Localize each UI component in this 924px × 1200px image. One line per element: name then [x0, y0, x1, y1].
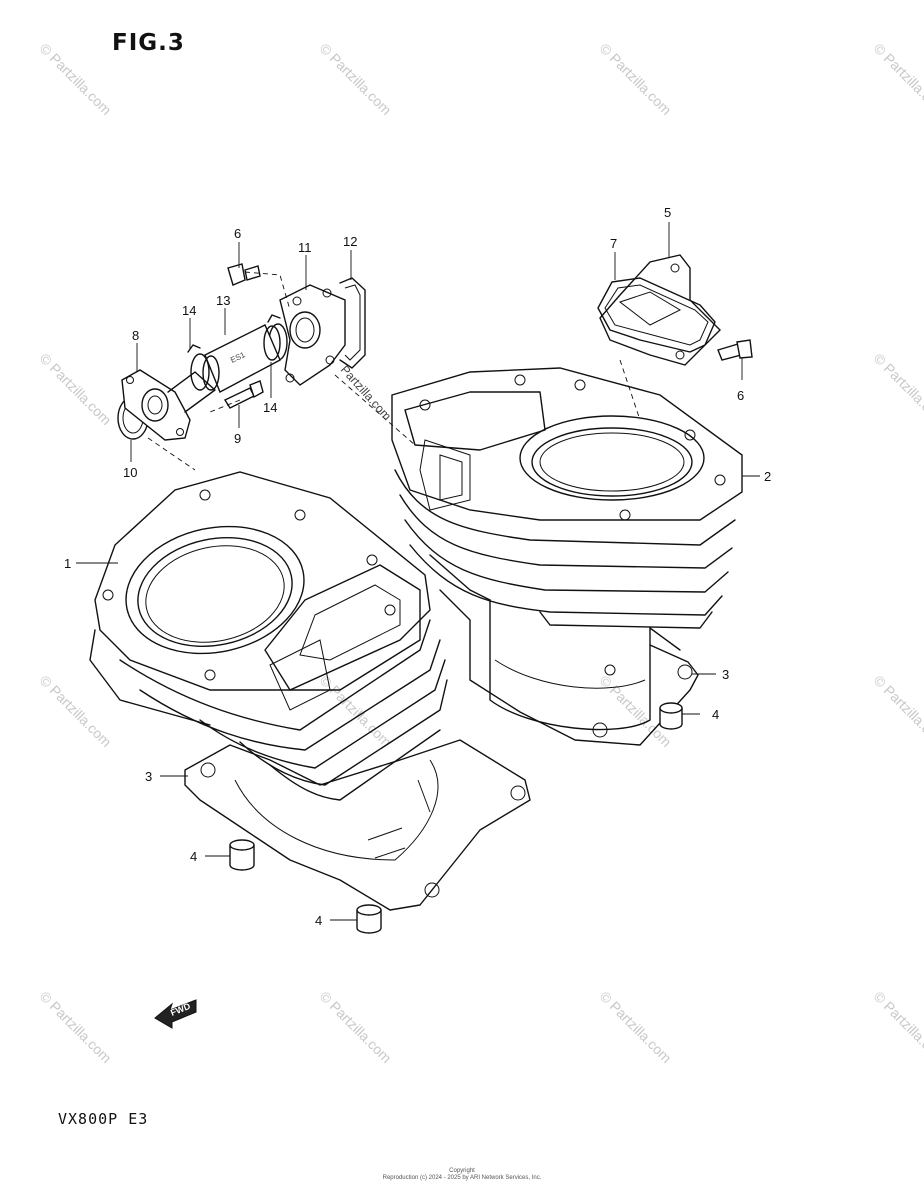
assembly-line — [619, 359, 641, 421]
copyright-line: Reproduction (c) 2024 - 2025 by ARI Netw… — [382, 1175, 542, 1181]
dowel-pin — [356, 904, 382, 934]
callout-4: 4 — [190, 849, 197, 864]
model-code: VX800P E3 — [58, 1110, 149, 1128]
assembly-line — [147, 437, 196, 471]
copyright-line: Copyright — [449, 1168, 475, 1174]
front-cylinder — [89, 471, 448, 801]
dowel-pin — [229, 839, 255, 871]
callout-14: 14 — [182, 303, 196, 318]
callout-13: 13 — [216, 293, 230, 308]
rear-cylinder — [391, 367, 743, 731]
callout-6: 6 — [234, 226, 241, 241]
callout-5: 5 — [664, 205, 671, 220]
leader-lines — [76, 222, 760, 921]
callout-3: 3 — [145, 769, 152, 784]
callout-14: 14 — [263, 400, 277, 415]
front-base-gasket — [184, 739, 531, 911]
dowel-pin — [659, 702, 683, 730]
callout-4: 4 — [712, 707, 719, 722]
figure-title: FIG.3 — [112, 30, 185, 56]
callout-3: 3 — [722, 667, 729, 682]
forward-arrow-icon: FWD — [154, 999, 197, 1029]
callout-4: 4 — [315, 913, 322, 928]
rear-base-gasket — [439, 589, 699, 746]
callout-12: 12 — [343, 234, 357, 249]
intake-assembly: ES1 — [117, 263, 366, 441]
assembly-line — [244, 271, 291, 311]
dowel-pins — [229, 702, 683, 934]
callout-11: 11 — [298, 240, 312, 255]
rear-intake-cover — [597, 254, 753, 366]
diagram-watermark: Partzilla.com — [338, 363, 394, 423]
callout-8: 8 — [132, 328, 139, 343]
callout-10: 10 — [123, 465, 137, 480]
callout-7: 7 — [610, 236, 617, 251]
callout-1: 1 — [64, 556, 71, 571]
copyright-notice: Copyright Reproduction (c) 2024 - 2025 b… — [0, 1168, 924, 1182]
callout-2: 2 — [764, 469, 771, 484]
callout-9: 9 — [234, 431, 241, 446]
callout-6: 6 — [737, 388, 744, 403]
